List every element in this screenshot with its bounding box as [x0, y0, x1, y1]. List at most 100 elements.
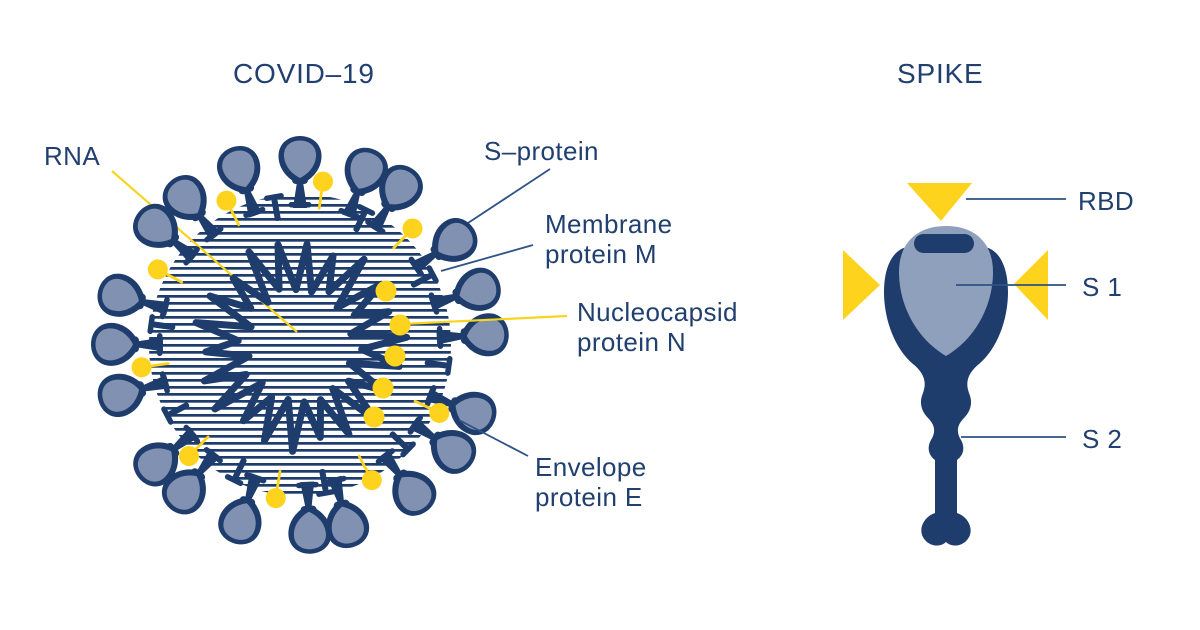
membrane-protein-label: Membrane protein M: [545, 209, 673, 269]
spike-stalk: [197, 214, 222, 242]
spike-stalk: [245, 472, 263, 501]
s-protein-spike: [424, 385, 497, 436]
rna-strand-stripe: [149, 337, 451, 340]
rna-strand-stripe: [149, 302, 451, 305]
stub-stem: [232, 457, 247, 480]
s-protein-spike: [375, 448, 437, 516]
stub-stem: [167, 402, 190, 417]
spike-head-slot: [914, 234, 974, 253]
spike-head-fill: [137, 448, 173, 482]
spike-head-fill: [102, 278, 139, 312]
nucleocapsid-dot: [384, 345, 406, 367]
stub-bar: [356, 204, 376, 216]
spike-stalk: [408, 417, 436, 441]
spike-stalk: [293, 182, 307, 208]
spike-head-fill: [167, 179, 201, 214]
s-protein-spike: [324, 475, 370, 549]
covid-title: COVID–19: [233, 58, 375, 89]
rna-strand-stripe: [149, 449, 451, 452]
spike-head-fill: [102, 379, 140, 412]
pin-stem: [163, 271, 184, 284]
membrane-stub: [316, 468, 336, 497]
pin-ball: [131, 357, 152, 378]
rna-strand-stripe: [149, 316, 451, 319]
pin-ball: [402, 218, 423, 239]
s-protein-spike: [338, 147, 388, 220]
stub-stem: [389, 431, 409, 450]
pin-ball: [312, 171, 333, 192]
membrane-stub: [161, 402, 190, 425]
nucleocapsid-dot: [375, 280, 397, 302]
pin-ball: [265, 488, 286, 509]
envelope-leader-line: [458, 419, 529, 457]
spike-head-fill: [438, 222, 473, 256]
stub-stem: [271, 198, 281, 222]
s-protein-spike: [97, 273, 170, 320]
spike-stalk: [367, 205, 391, 234]
envelope-protein-label: Envelope protein E: [535, 452, 647, 512]
stub-stem: [353, 210, 368, 233]
rna-strand-stripe: [149, 239, 451, 242]
rna-label: RNA: [44, 141, 101, 171]
spike-head-fill: [283, 140, 317, 178]
envelope-protein-pin: [265, 470, 286, 509]
envelope-protein-pin: [178, 435, 210, 467]
s-protein-spike: [428, 267, 501, 315]
spike-stalk: [341, 191, 361, 220]
s-protein-spike: [278, 136, 322, 208]
spike-stalk: [300, 481, 315, 508]
rna-strand-stripe: [149, 365, 451, 368]
envelope-protein-pin: [131, 357, 170, 378]
s1-label: S 1: [1082, 272, 1123, 302]
envelope-protein-pin: [216, 190, 241, 227]
spike-stalk: [141, 299, 170, 316]
spike-head-fill: [466, 318, 505, 351]
nucleocapsid-dot: [372, 377, 394, 399]
rna-strand-stripe: [149, 309, 451, 312]
s-protein-spike: [133, 424, 201, 487]
pin-stem: [317, 188, 324, 210]
membrane-stub: [424, 355, 453, 376]
s2-label: S 2: [1082, 424, 1123, 454]
stub-bar: [316, 488, 336, 497]
spike-head-fill: [222, 150, 255, 188]
s-protein-spike: [408, 217, 478, 277]
s-protein-leader-line: [467, 168, 551, 224]
rna-strand-stripe: [149, 470, 451, 473]
spike-head-fill: [293, 511, 326, 550]
pin-stem: [275, 470, 282, 492]
pin-ball: [361, 470, 382, 491]
rna-strand-stripe: [149, 358, 451, 361]
rbd-label: RBD: [1078, 186, 1135, 216]
spike-head-fill: [385, 169, 418, 205]
spike-head-fill: [436, 436, 472, 470]
rna-strand-stripe: [149, 253, 451, 256]
spike-head-fill: [350, 152, 383, 189]
envelope-protein-pins-layer: [131, 171, 450, 509]
rna-strand-stripe: [149, 372, 451, 375]
spike-head-fill: [137, 208, 172, 242]
rna-strand-stripe: [149, 442, 451, 445]
s-protein-spike: [365, 164, 423, 235]
s-protein-spike: [162, 175, 224, 243]
stub-stem: [410, 273, 433, 288]
stub-bar: [264, 193, 284, 202]
rna-strand-stripe: [149, 491, 451, 494]
membrane-stub: [353, 204, 376, 233]
rna-strand-stripe: [149, 379, 451, 382]
pin-ball: [216, 190, 237, 211]
membrane-stub: [264, 193, 284, 222]
spike-head-fill: [166, 475, 200, 510]
spike-stalk: [377, 449, 402, 477]
spike-stalk: [172, 239, 199, 264]
spike-stalk: [425, 388, 453, 408]
membrane-stub: [410, 265, 439, 288]
pin-stem: [148, 362, 170, 368]
pin-stem: [413, 399, 434, 411]
envelope-protein-pin: [392, 218, 423, 250]
rna-strand-stripe: [149, 288, 451, 291]
nucleocapsid-dots-layer: [363, 280, 411, 428]
rna-strand-stripe: [149, 218, 451, 221]
membrane-stub: [147, 314, 176, 335]
